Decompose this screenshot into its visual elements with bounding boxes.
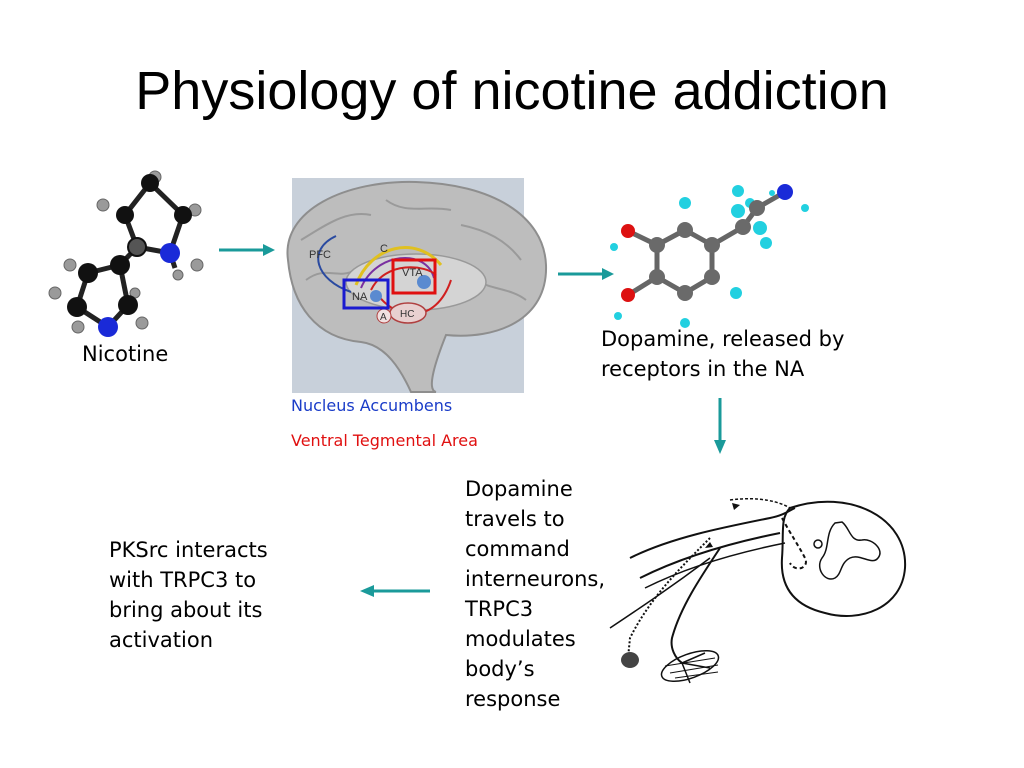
spinal-cord-neuron-image — [609, 497, 907, 684]
brain-diagram-image: PFC C VTA NA A HC — [286, 178, 548, 393]
dopamine-travels-line-1: Dopamine — [465, 477, 573, 501]
dopamine-label: Dopamine, released by receptors in the N… — [601, 324, 844, 384]
pksrc-text: PKSrc interacts with TRPC3 to bring abou… — [109, 535, 268, 655]
dopamine-travels-line-7: body’s — [465, 657, 535, 681]
arrow-right-icon — [219, 244, 275, 256]
nucleus-accumbens-label: Nucleus Accumbens — [291, 396, 453, 415]
pksrc-line-3: bring about its — [109, 598, 263, 622]
pksrc-line-2: with TRPC3 to — [109, 568, 257, 592]
dopamine-label-line-2: receptors in the NA — [601, 357, 805, 381]
dopamine-travels-line-2: travels to — [465, 507, 565, 531]
arrow-down-icon — [714, 398, 726, 454]
pksrc-line-1: PKSrc interacts — [109, 538, 268, 562]
arrow-right-icon — [558, 268, 614, 280]
dopamine-molecule-image — [610, 184, 809, 328]
brain-label-a: A — [380, 312, 387, 323]
arrow-left-icon — [360, 585, 430, 597]
brain-label-pfc: PFC — [309, 249, 331, 261]
brain-label-hc: HC — [400, 309, 414, 320]
dopamine-label-line-1: Dopamine, released by — [601, 327, 845, 351]
brain-label-c: C — [380, 243, 388, 255]
dopamine-travels-text: Dopamine travels to command interneurons… — [465, 474, 605, 714]
pksrc-line-4: activation — [109, 628, 214, 652]
dopamine-travels-line-5: TRPC3 — [465, 597, 534, 621]
brain-label-vta: VTA — [402, 267, 423, 279]
nicotine-molecule-image — [48, 170, 204, 337]
brain-label-na: NA — [352, 291, 368, 303]
dopamine-travels-line-3: command — [465, 537, 570, 561]
slide-title: Physiology of nicotine addiction — [135, 61, 889, 121]
dopamine-travels-line-4: interneurons, — [465, 567, 606, 591]
dopamine-travels-line-6: modulates — [465, 627, 576, 651]
nicotine-label: Nicotine — [82, 342, 169, 366]
dopamine-travels-line-8: response — [465, 687, 561, 711]
vta-label: Ventral Tegmental Area — [291, 431, 478, 450]
